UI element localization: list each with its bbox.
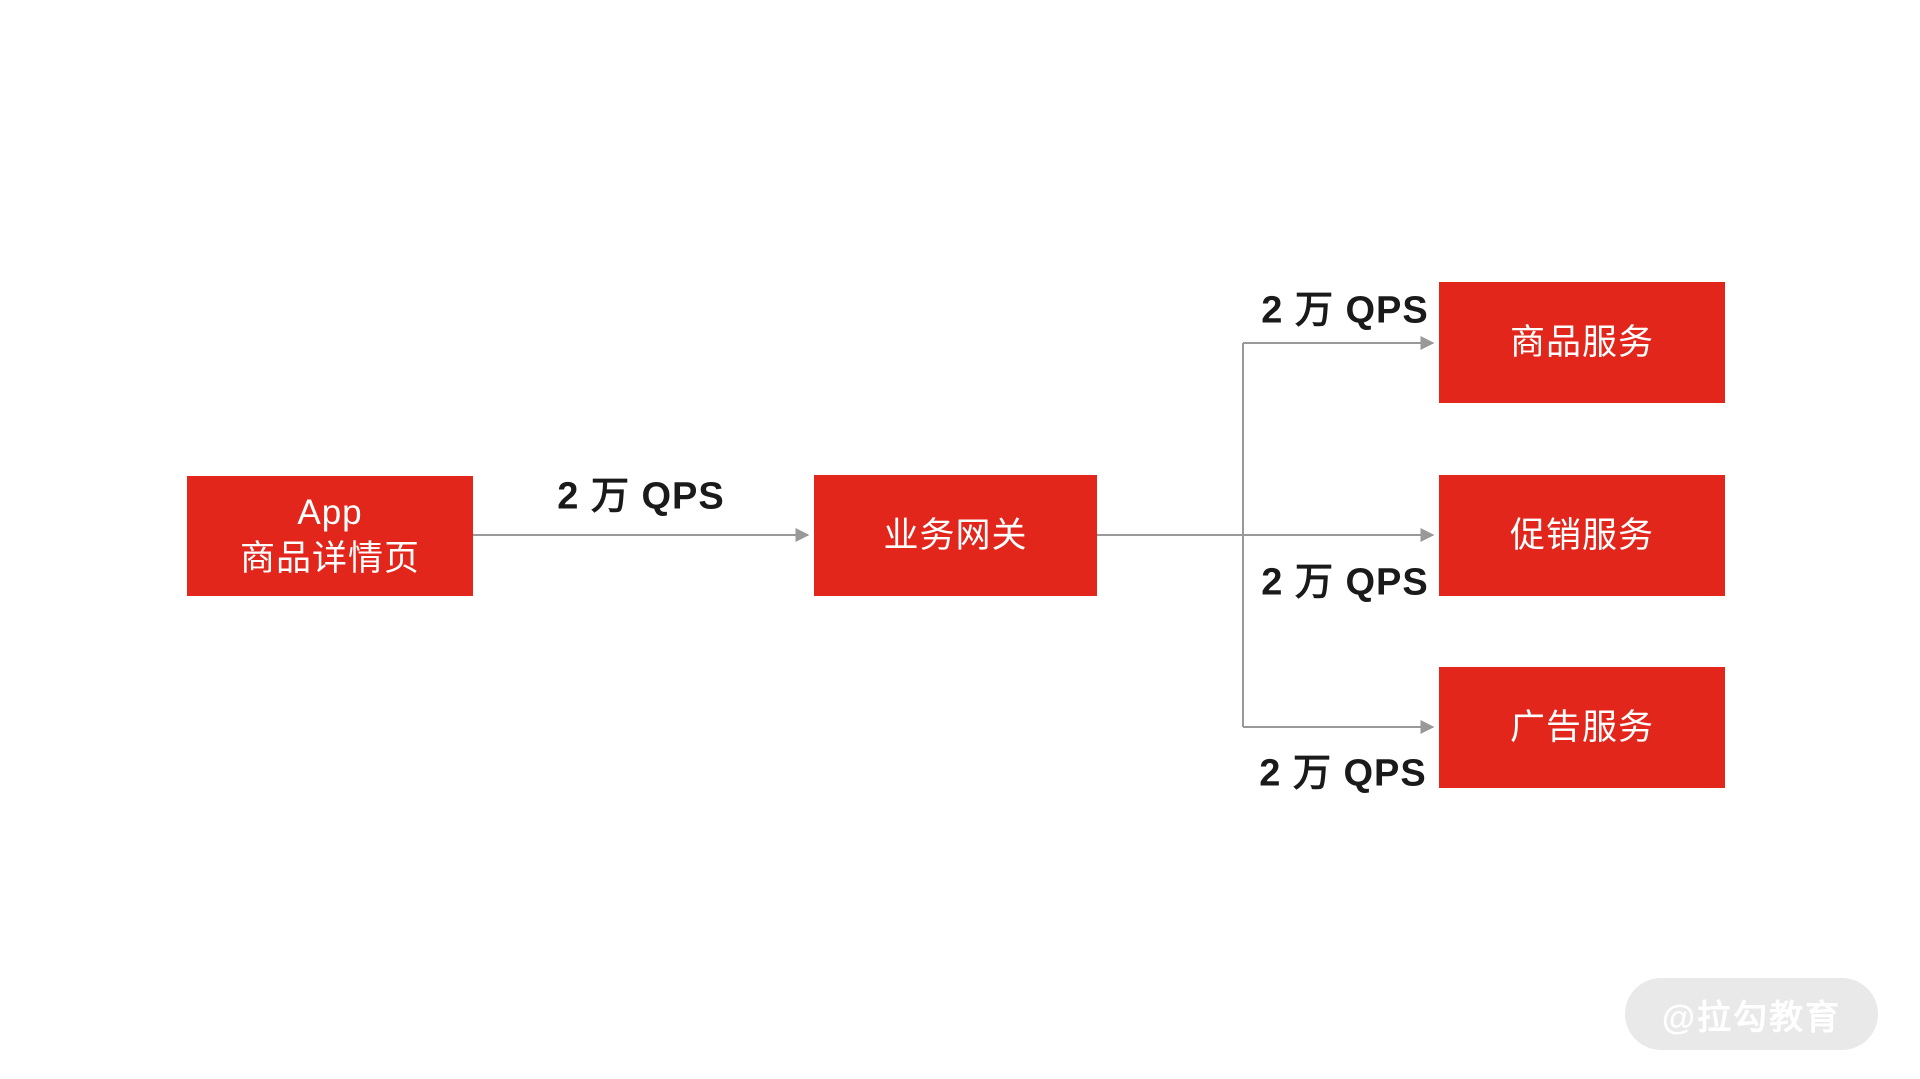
node-app-label-line2: 商品详情页 xyxy=(239,539,420,578)
node-ad-service-label: 广告服务 xyxy=(1509,707,1654,747)
edge-label-gateway-to-promo-qps: 2 万 QPS xyxy=(1261,561,1429,604)
edge-label-app-to-gateway-qps: 2 万 QPS xyxy=(557,475,725,518)
node-promotion-service-label: 促销服务 xyxy=(1509,515,1654,555)
edge-label-gateway-to-product-qps: 2 万 QPS xyxy=(1261,289,1429,332)
node-business-gateway-label: 业务网关 xyxy=(883,515,1028,555)
node-product-service-label: 商品服务 xyxy=(1509,322,1654,362)
node-ad-service: 广告服务 xyxy=(1439,667,1725,788)
node-app-product-detail-page: App 商品详情页 xyxy=(187,476,473,596)
watermark-text: @拉勾教育 xyxy=(1661,998,1842,1037)
watermark-badge: @拉勾教育 xyxy=(1625,978,1878,1050)
node-business-gateway: 业务网关 xyxy=(814,475,1097,596)
node-product-service: 商品服务 xyxy=(1439,282,1725,403)
edge-label-gateway-to-ad-qps: 2 万 QPS xyxy=(1259,752,1427,795)
node-app-label-line1: App xyxy=(297,493,363,532)
node-promotion-service: 促销服务 xyxy=(1439,475,1725,596)
